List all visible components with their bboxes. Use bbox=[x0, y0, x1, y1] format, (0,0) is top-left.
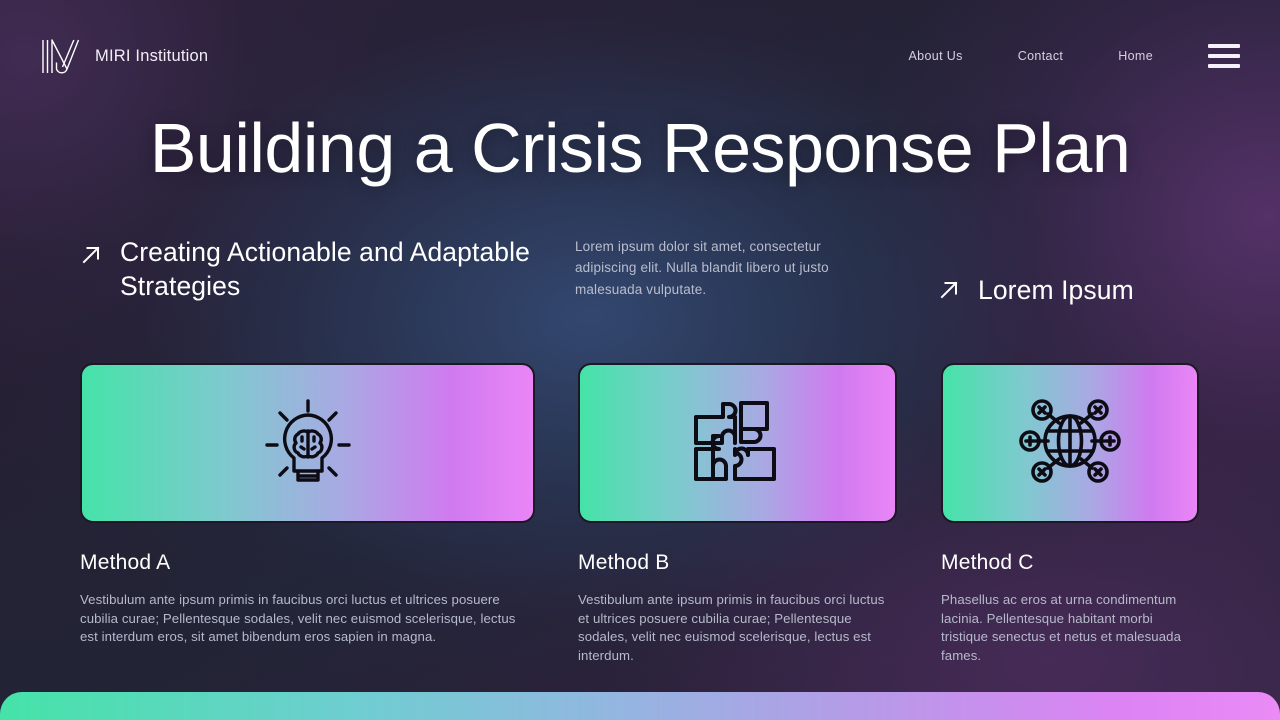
arrow-up-right-icon bbox=[938, 279, 960, 306]
card-title-method-b: Method B bbox=[578, 551, 670, 574]
nav-link-home[interactable]: Home bbox=[1118, 49, 1153, 63]
hamburger-bar-2 bbox=[1208, 54, 1240, 58]
card-method-c[interactable]: Method C Phasellus ac eros at urna condi… bbox=[941, 363, 1199, 666]
hamburger-bar-3 bbox=[1208, 64, 1240, 68]
card-body-method-a: Vestibulum ante ipsum primis in faucibus… bbox=[80, 592, 516, 645]
brand-name: MIRI Institution bbox=[95, 46, 209, 65]
nav-link-contact[interactable]: Contact bbox=[1017, 49, 1064, 63]
card-body-method-b: Vestibulum ante ipsum primis in faucibus… bbox=[578, 592, 885, 664]
method-cards: Method A Vestibulum ante ipsum primis in… bbox=[0, 363, 1280, 673]
arrow-up-right-icon bbox=[80, 244, 102, 271]
intro-row: Creating Actionable and Adaptable Strate… bbox=[0, 236, 1280, 336]
intro-right-column: Lorem Ipsum bbox=[938, 236, 1238, 308]
card-title-method-c: Method C bbox=[941, 551, 1034, 574]
intro-left-headline: Creating Actionable and Adaptable Strate… bbox=[120, 237, 530, 301]
hamburger-bar-1 bbox=[1208, 44, 1240, 48]
site-header: MIRI Institution About Us Contact Home bbox=[0, 0, 1280, 112]
nav-link-about-us[interactable]: About Us bbox=[908, 49, 963, 63]
card-title-method-a: Method A bbox=[80, 551, 171, 574]
intro-middle-column: Lorem ipsum dolor sit amet, consectetur … bbox=[575, 236, 865, 300]
gradient-accent-bar bbox=[0, 692, 1280, 720]
intro-left-column: Creating Actionable and Adaptable Strate… bbox=[80, 236, 550, 304]
main-navigation: About Us Contact Home bbox=[908, 41, 1240, 71]
globe-network-icon bbox=[1018, 391, 1122, 496]
page-title: Building a Crisis Response Plan bbox=[149, 109, 1131, 187]
card-media-method-a bbox=[80, 363, 535, 523]
intro-right-headline: Lorem Ipsum bbox=[978, 275, 1134, 305]
card-method-b[interactable]: Method B Vestibulum ante ipsum primis in… bbox=[578, 363, 897, 666]
card-media-method-b bbox=[578, 363, 897, 523]
puzzle-pieces-icon bbox=[686, 389, 790, 498]
brand[interactable]: MIRI Institution bbox=[40, 36, 208, 76]
card-media-method-c bbox=[941, 363, 1199, 523]
miri-monogram-logo-icon bbox=[40, 36, 82, 76]
card-method-a[interactable]: Method A Vestibulum ante ipsum primis in… bbox=[80, 363, 535, 647]
lightbulb-brain-icon bbox=[254, 387, 362, 500]
card-body-method-c: Phasellus ac eros at urna condimentum la… bbox=[941, 592, 1182, 664]
intro-paragraph: Lorem ipsum dolor sit amet, consectetur … bbox=[575, 239, 829, 297]
hamburger-menu-icon[interactable] bbox=[1208, 44, 1240, 68]
